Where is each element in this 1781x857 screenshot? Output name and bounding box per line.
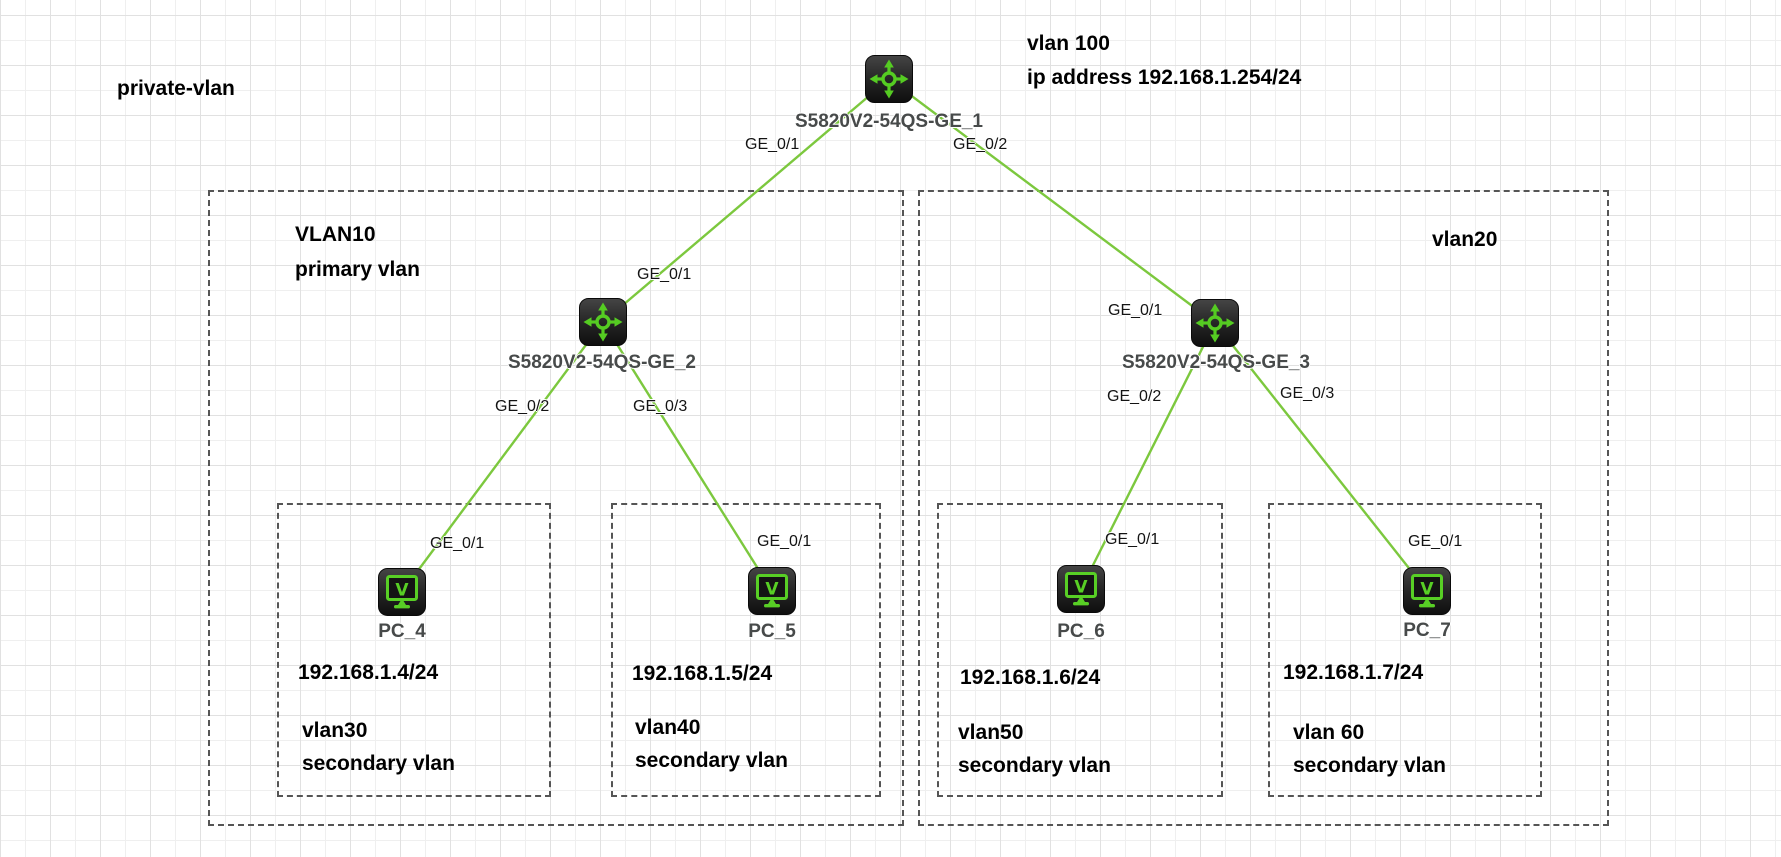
switch-icon — [579, 298, 627, 346]
pc-4-label: PC_4 — [378, 621, 426, 642]
pc-node-6[interactable]: V — [1057, 565, 1105, 613]
pc-5-ip: 192.168.1.5/24 — [632, 662, 773, 685]
switch-icon — [865, 55, 913, 103]
port-label-pc7-ge0-1: GE_0/1 — [1408, 533, 1463, 550]
group-label-vlan10-line2: primary vlan — [295, 258, 420, 281]
pc-4-vlan: vlan30 — [302, 719, 368, 742]
pc-node-7[interactable]: V — [1403, 567, 1451, 615]
switch-node-2[interactable] — [579, 298, 627, 346]
port-label-sw3-ge0-2: GE_0/2 — [1107, 388, 1162, 405]
port-label-sw2-ge0-2: GE_0/2 — [495, 398, 550, 415]
box-vlan60 — [1268, 503, 1542, 797]
link-sw1-sw3[interactable] — [888, 78, 1216, 324]
pc-5-vlan: vlan40 — [635, 716, 701, 739]
link-sw3-pc7[interactable] — [1214, 322, 1428, 592]
pc-6-label: PC_6 — [1057, 621, 1105, 642]
switch-3-label: S5820V2-54QS-GE_3 — [1121, 352, 1311, 373]
switch-node-1[interactable] — [865, 55, 913, 103]
core-switch-note: vlan 100 ip address 192.168.1.254/24 — [1027, 27, 1301, 95]
group-box-vlan20 — [918, 190, 1609, 826]
pc-5-vlan-note: vlan40 secondary vlan — [635, 711, 788, 777]
pc-icon: V — [1057, 565, 1105, 613]
port-label-sw2-ge0-1: GE_0/1 — [637, 266, 692, 283]
svg-text:V: V — [395, 581, 409, 601]
group-box-vlan10 — [208, 190, 904, 826]
svg-text:V: V — [1074, 578, 1088, 598]
group-label-vlan10-line1: VLAN10 — [295, 223, 376, 246]
pc-6-vlan-note: vlan50 secondary vlan — [958, 716, 1111, 782]
link-sw1-sw2[interactable] — [602, 78, 890, 323]
group-label-vlan10: VLAN10 primary vlan — [295, 217, 420, 287]
box-vlan40 — [611, 503, 881, 797]
pc-7-ip: 192.168.1.7/24 — [1283, 661, 1424, 684]
port-label-pc5-ge0-1: GE_0/1 — [757, 533, 812, 550]
pc-5-vlan-role: secondary vlan — [635, 749, 788, 772]
link-sw2-pc4[interactable] — [401, 321, 604, 593]
pc-icon: V — [748, 567, 796, 615]
pc-node-4[interactable]: V — [378, 568, 426, 616]
box-vlan50 — [937, 503, 1223, 797]
pc-4-ip: 192.168.1.4/24 — [298, 661, 439, 684]
svg-text:V: V — [1420, 580, 1434, 600]
port-label-sw1-ge0-2: GE_0/2 — [953, 136, 1008, 153]
pc-7-vlan: vlan 60 — [1293, 721, 1365, 744]
pc-4-vlan-role: secondary vlan — [302, 752, 455, 775]
port-label-sw3-ge0-1: GE_0/1 — [1108, 302, 1163, 319]
pc-6-vlan-role: secondary vlan — [958, 754, 1111, 777]
link-sw2-pc5[interactable] — [601, 321, 774, 592]
link-sw3-pc6[interactable] — [1079, 322, 1217, 590]
pc-5-label: PC_5 — [748, 621, 796, 642]
port-label-sw1-ge0-1: GE_0/1 — [745, 136, 800, 153]
port-label-pc4-ge0-1: GE_0/1 — [430, 535, 485, 552]
box-vlan30 — [277, 503, 551, 797]
pc-node-5[interactable]: V — [748, 567, 796, 615]
pc-7-vlan-note: vlan 60 secondary vlan — [1293, 716, 1446, 782]
pc-6-ip: 192.168.1.6/24 — [960, 666, 1101, 689]
switch-icon — [1191, 299, 1239, 347]
pc-icon: V — [1403, 567, 1451, 615]
svg-text:V: V — [765, 580, 779, 600]
switch-node-3[interactable] — [1191, 299, 1239, 347]
switch-2-label: S5820V2-54QS-GE_2 — [507, 352, 697, 373]
group-label-vlan20: vlan20 — [1432, 228, 1498, 251]
pc-icon: V — [378, 568, 426, 616]
pc-7-label: PC_7 — [1403, 620, 1451, 641]
core-switch-note-line1: vlan 100 — [1027, 32, 1110, 55]
port-label-sw3-ge0-3: GE_0/3 — [1280, 385, 1335, 402]
pc-7-vlan-role: secondary vlan — [1293, 754, 1446, 777]
switch-1-label: S5820V2-54QS-GE_1 — [794, 111, 984, 132]
core-switch-note-line2: ip address 192.168.1.254/24 — [1027, 66, 1302, 89]
pc-6-vlan: vlan50 — [958, 721, 1024, 744]
port-label-pc6-ge0-1: GE_0/1 — [1105, 531, 1160, 548]
pc-4-vlan-note: vlan30 secondary vlan — [302, 714, 455, 780]
port-label-sw2-ge0-3: GE_0/3 — [633, 398, 688, 415]
canvas-title: private-vlan — [117, 77, 235, 100]
